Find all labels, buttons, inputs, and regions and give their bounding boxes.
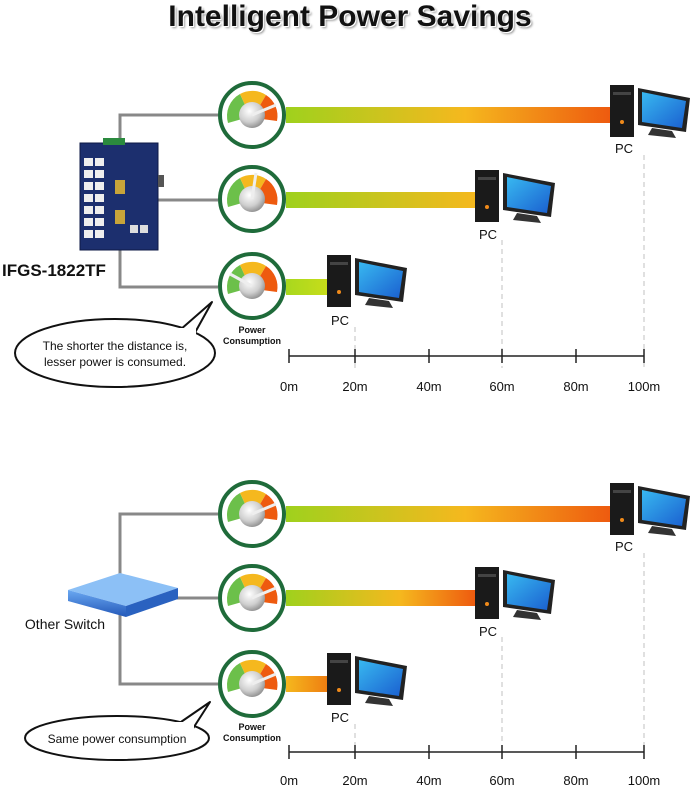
cable-bottom-3 (118, 610, 218, 686)
speech-bubble (14, 301, 216, 388)
axis-tick-label: 0m (280, 773, 298, 788)
power-meter-icon (218, 252, 286, 320)
pc-label: PC (331, 710, 349, 725)
power-bar-100m (286, 107, 611, 123)
pc-label: PC (615, 141, 633, 156)
axis-tick-label: 0m (280, 379, 298, 394)
pc-icon (475, 567, 555, 620)
power-meter-icon (218, 564, 286, 632)
cable-bottom-1 (118, 512, 218, 590)
power-meter-icon (218, 480, 286, 548)
distance-axis (288, 349, 645, 363)
axis-tick-label: 80m (563, 379, 588, 394)
power-meter-icon (218, 81, 286, 149)
axis-tick-label: 100m (628, 773, 661, 788)
meter-caption-line2: Consumption (223, 336, 281, 346)
power-bar-20m (286, 676, 330, 692)
industrial-switch-icon (79, 138, 164, 251)
pc-icon (610, 483, 690, 536)
pc-label: PC (615, 539, 633, 554)
axis-tick-label: 20m (342, 773, 367, 788)
power-meter-icon (218, 650, 286, 718)
meter-caption-line2: Consumption (223, 733, 281, 743)
pc-icon (475, 170, 555, 223)
power-bar-60m (286, 192, 476, 208)
pc-label: PC (479, 624, 497, 639)
axis-tick-label: 40m (416, 379, 441, 394)
pc-icon (327, 255, 407, 308)
pc-icon (610, 85, 690, 138)
pc-icon (327, 653, 407, 706)
power-bar-20m (286, 279, 330, 295)
meter-caption-line1: Power (238, 722, 266, 732)
axis-tick-label: 20m (342, 379, 367, 394)
distance-axis (288, 745, 645, 759)
axis-tick-label: 60m (489, 379, 514, 394)
speech-bubble (24, 701, 211, 761)
axis-tick-label: 40m (416, 773, 441, 788)
power-bar-60m (286, 590, 476, 606)
axis-tick-label: 100m (628, 379, 661, 394)
power-meter-icon (218, 165, 286, 233)
other-switch-icon (68, 573, 178, 617)
device-label-other: Other Switch (25, 616, 105, 632)
meter-caption-line1: Power (238, 325, 266, 335)
axis-tick-label: 60m (489, 773, 514, 788)
axis-tick-label: 80m (563, 773, 588, 788)
callout-line: Same power consumption (48, 732, 187, 746)
power-bar-100m (286, 506, 611, 522)
cable-top-3 (118, 248, 218, 289)
pc-label: PC (331, 313, 349, 328)
pc-label: PC (479, 227, 497, 242)
page-title: Intelligent Power Savings (168, 0, 532, 33)
callout-line: lesser power is consumed. (44, 355, 186, 369)
callout-line: The shorter the distance is, (43, 339, 188, 353)
device-label-ifgs: IFGS-1822TF (2, 261, 106, 280)
